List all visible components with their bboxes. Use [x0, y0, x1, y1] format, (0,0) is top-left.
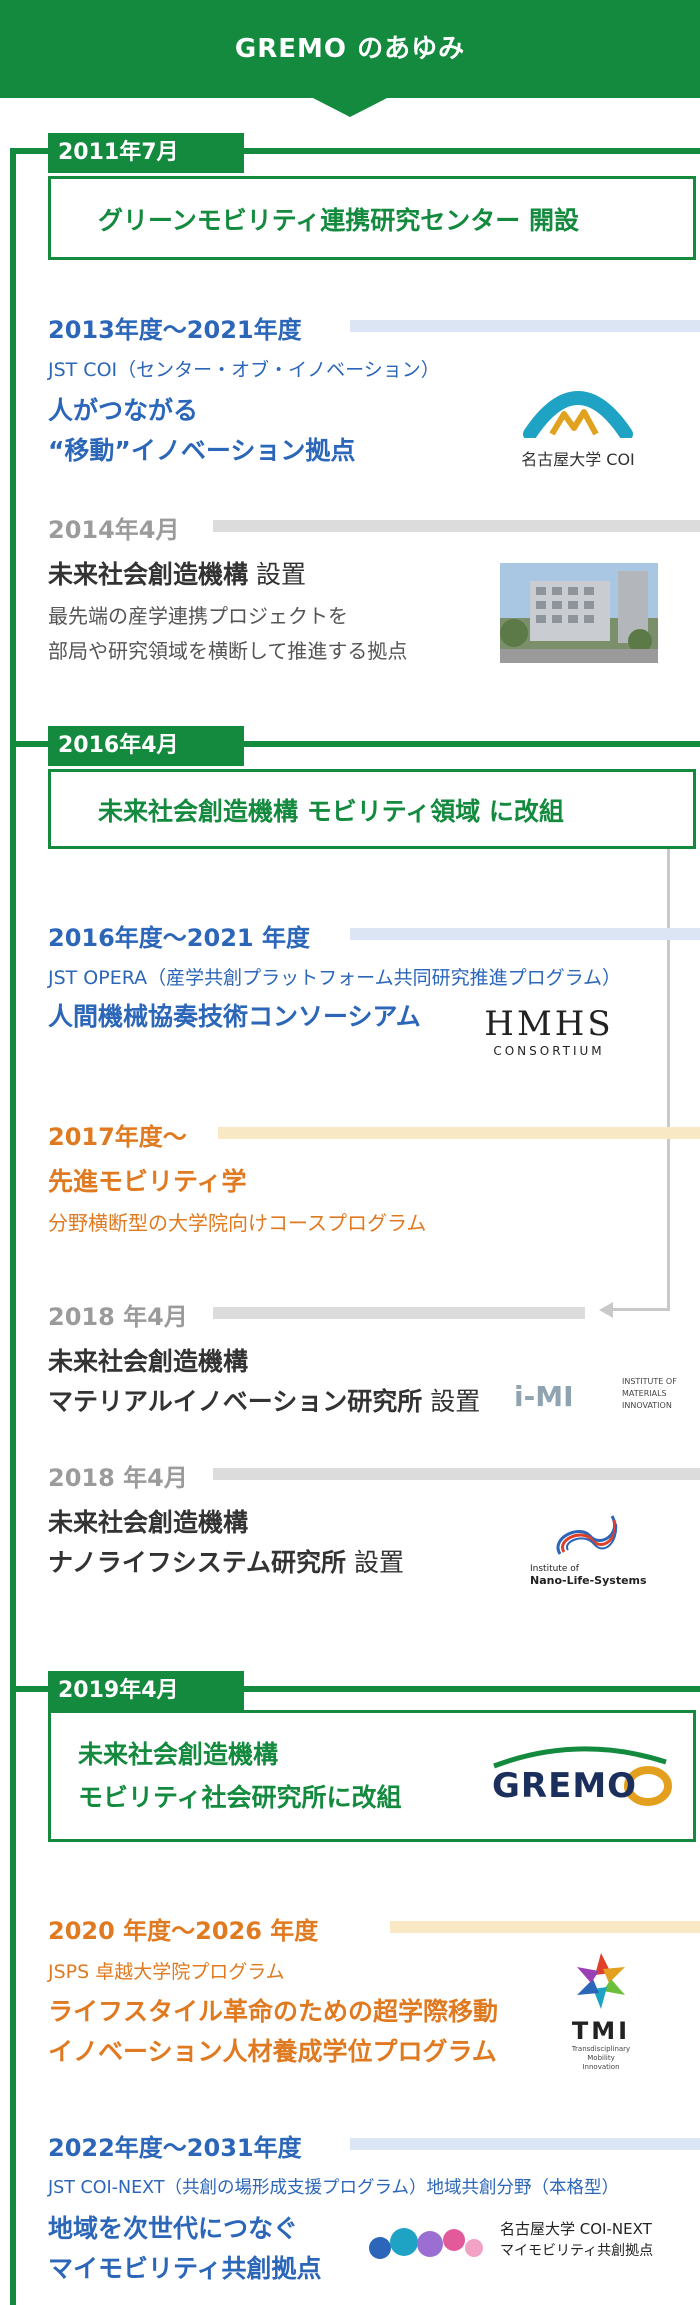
milestone-year: 2019年4月 [48, 1671, 244, 1711]
coi-logo-text: 名古屋大学 COI [521, 450, 635, 469]
period-bar [213, 1468, 700, 1480]
nanolife-helix-icon [556, 1515, 618, 1555]
tmi-logo-main: TMI [571, 2017, 631, 2045]
milestone-text: 未来社会創造機構 [78, 1740, 279, 1769]
timeline-line [10, 148, 16, 2305]
entry-title: ライフスタイル革命のための超学際移動 [48, 1997, 499, 2026]
page-header [0, 0, 700, 98]
period-bar [390, 1921, 700, 1933]
entry-program: JST COI（センター・オブ・イノベーション） [48, 359, 440, 381]
milestone-box [48, 769, 696, 849]
entry-period: 2020 年度～2026 年度 [48, 1917, 319, 1945]
tmi-flower-icon [577, 1953, 625, 2009]
entry-title: イノベーション人材養成学位プログラム [48, 2037, 497, 2066]
entry-title: 未来社会創造機構 設置 [48, 560, 306, 589]
period-bar [213, 1307, 585, 1319]
building-photo [500, 563, 658, 663]
coinext-logo-text: 名古屋大学 COI-NEXT マイモビリティ共創拠点 [500, 2220, 654, 2259]
milestone-text: モビリティ社会研究所に改組 [78, 1783, 402, 1812]
entry-title: 人間機械協奏技術コンソーシアム [48, 1002, 421, 1031]
link-arrow-icon [599, 1302, 613, 1318]
entry-title: 地域を次世代につなぐ [48, 2214, 299, 2243]
hmhs-logo-sub: CONSORTIUM [493, 1044, 605, 1058]
period-bar [350, 320, 700, 332]
milestone-box [48, 1710, 696, 1842]
tmi-logo: TMI Transdisciplinary Mobility Innovatio… [556, 1949, 646, 2071]
entry-description: 分野横断型の大学院向けコースプログラム [48, 1211, 427, 1235]
hmhs-logo-main: HMHS [484, 1004, 614, 1044]
entry-title: マテリアルイノベーション研究所 設置 [48, 1387, 481, 1416]
imi-logo: i-MI INSTITUTE OF MATERIALS INNOVATION [514, 1376, 677, 1422]
entry-period: 2014年4月 [48, 516, 180, 544]
milestone-year: 2016年4月 [48, 726, 244, 766]
period-bar [350, 928, 700, 940]
entry-title: 未来社会創造機構 [48, 1347, 249, 1376]
entry-program: JSPS 卓越大学院プログラム [48, 1961, 285, 1983]
nanolife-logo-text: Institute of Nano-Life-Systems [530, 1564, 647, 1587]
entry-program: JST COI-NEXT（共創の場形成支援プログラム）地域共創分野（本格型） [48, 2178, 619, 2198]
coi-logo: 名古屋大学 COI [508, 368, 648, 469]
entry-title: 人がつながる [48, 396, 199, 425]
milestone-year: 2011年7月 [48, 133, 244, 173]
entry-period: 2016年度～2021 年度 [48, 924, 310, 952]
tmi-logo-text: Transdisciplinary Mobility Innovation [571, 2045, 631, 2071]
milestone-connector [10, 1686, 700, 1692]
gremo-swoosh-icon [493, 1746, 672, 1806]
milestone-text: グリーンモビリティ連携研究センター 開設 [98, 206, 579, 235]
entry-description: 部局や研究領域を横断して推進する拠点 [48, 639, 408, 663]
gremo-logo: GREMO [484, 1742, 674, 1808]
link-line [610, 1308, 670, 1311]
link-line [667, 849, 670, 1311]
entry-title: 未来社会創造機構 [48, 1508, 249, 1537]
page-title: GREMO のあゆみ [234, 34, 466, 64]
milestone-text: 未来社会創造機構 モビリティ領域 に改組 [98, 797, 564, 826]
header-arrow [311, 97, 389, 117]
period-bar [350, 2138, 700, 2150]
nanolife-logo: Institute of Nano-Life-Systems [530, 1508, 647, 1594]
period-bar [218, 1127, 700, 1139]
coinext-dots [366, 2218, 486, 2268]
building-image [500, 563, 658, 663]
entry-period: 2022年度～2031年度 [48, 2134, 302, 2162]
imi-logo-mark: i-MI [514, 1380, 574, 1413]
milestone-box [48, 176, 696, 260]
entry-description: 最先端の産学連携プロジェクトを [48, 604, 348, 628]
entry-period: 2018 年4月 [48, 1464, 188, 1492]
entry-title: ナノライフシステム研究所 設置 [48, 1548, 404, 1577]
milestone-connector [10, 741, 700, 747]
period-bar [213, 520, 700, 532]
entry-title: 先進モビリティ学 [48, 1167, 247, 1196]
coinext-dots-icon [369, 2228, 483, 2259]
entry-title: マイモビリティ共創拠点 [48, 2254, 322, 2283]
entry-period: 2018 年4月 [48, 1303, 188, 1331]
hmhs-logo: HMHS CONSORTIUM [474, 1004, 624, 1076]
entry-period: 2013年度～2021年度 [48, 316, 302, 344]
gremo-logo-text: GREMO [492, 1766, 638, 1806]
milestone-connector [10, 148, 700, 154]
entry-title: “移動”イノベーション拠点 [48, 436, 356, 465]
entry-period: 2017年度～ [48, 1123, 187, 1151]
coi-arch-icon [523, 391, 633, 441]
imi-logo-text: INSTITUTE OF MATERIALS INNOVATION [622, 1377, 677, 1410]
entry-program: JST OPERA（産学共創プラットフォーム共同研究推進プログラム） [48, 967, 622, 989]
